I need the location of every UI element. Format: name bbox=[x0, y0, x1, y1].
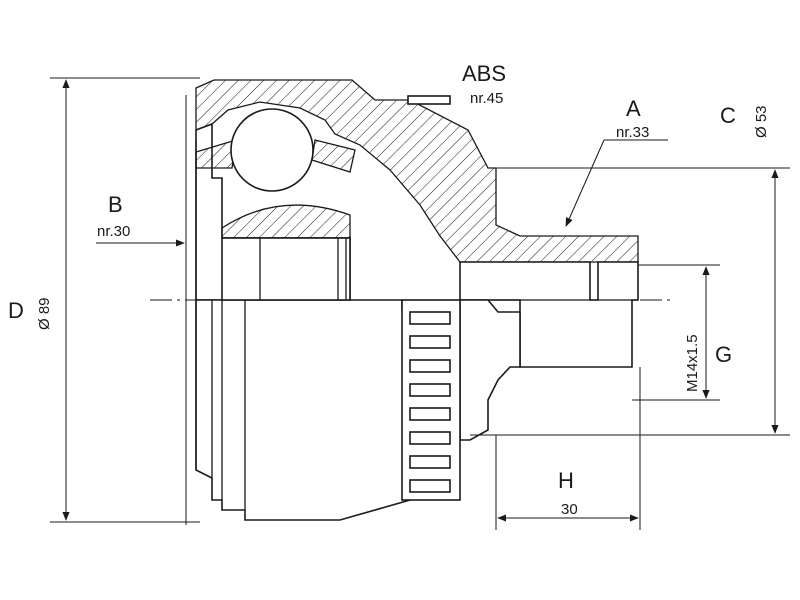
abs-cap bbox=[407, 95, 451, 105]
bell-lower bbox=[195, 299, 411, 521]
label-h: H bbox=[558, 468, 574, 493]
cage-section bbox=[195, 139, 237, 169]
label-d-dim: Ø 89 bbox=[36, 297, 53, 330]
label-c-dim: Ø 53 bbox=[753, 105, 770, 138]
abs-ring-teeth bbox=[409, 311, 451, 493]
label-a: A bbox=[626, 96, 641, 121]
cage-section-right bbox=[311, 139, 356, 173]
label-b-nr: nr.30 bbox=[97, 223, 130, 240]
label-g: G bbox=[715, 342, 732, 367]
label-abs-nr: nr.45 bbox=[470, 90, 503, 107]
joint-body bbox=[150, 79, 672, 525]
shaft-neck bbox=[459, 299, 521, 441]
label-abs: ABS bbox=[462, 61, 506, 86]
inner-hub bbox=[221, 237, 351, 301]
label-b: B bbox=[108, 192, 123, 217]
abs-ring bbox=[401, 299, 461, 501]
label-d: D bbox=[8, 298, 24, 323]
label-h-dim: 30 bbox=[561, 501, 578, 518]
ball bbox=[230, 108, 314, 192]
label-a-nr: nr.33 bbox=[616, 124, 649, 141]
label-g-dim: M14x1.5 bbox=[684, 334, 701, 392]
dimension-lines bbox=[50, 77, 790, 530]
inner-race-section bbox=[221, 204, 351, 239]
label-c: C bbox=[720, 103, 736, 128]
labels: ABS nr.45 A nr.33 B nr.30 C Ø 53 D Ø 89 … bbox=[8, 61, 770, 518]
